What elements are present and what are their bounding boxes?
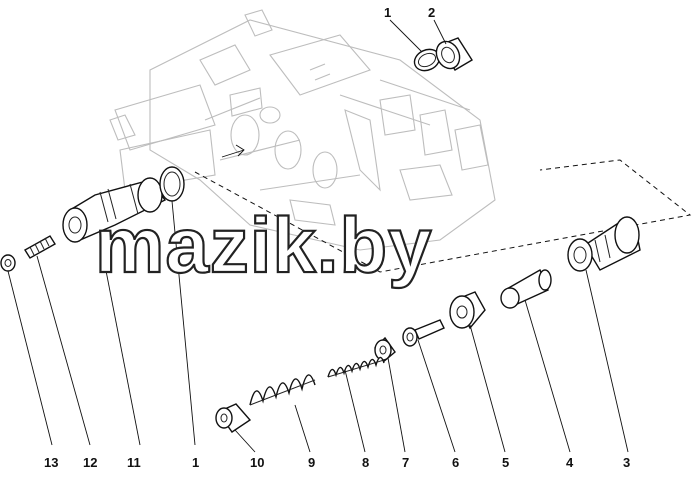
assembly-direction-guide <box>194 144 692 273</box>
callout-5: 5 <box>502 455 509 470</box>
part-9-large-spring <box>249 374 316 406</box>
part-12-threaded-rod <box>24 235 56 259</box>
callout-7: 7 <box>402 455 409 470</box>
part-10-retainer <box>215 403 252 433</box>
part-11-valve-sleeve <box>62 177 167 243</box>
part-3-end-plug <box>567 216 641 272</box>
callout-2: 2 <box>428 5 435 20</box>
watermark-text: mazik.by <box>95 201 432 289</box>
callout-12: 12 <box>83 455 97 470</box>
part-8-small-spring <box>327 356 385 378</box>
part-5-cup <box>449 291 486 330</box>
callout-9: 9 <box>308 455 315 470</box>
callout-1-top: 1 <box>384 5 391 20</box>
part-4-piston <box>500 268 552 309</box>
part-1-o-ring-sleeve <box>159 166 185 202</box>
part-6-valve-stem <box>402 319 445 347</box>
callout-8: 8 <box>362 455 369 470</box>
callout-1-bottom: 1 <box>192 455 199 470</box>
part-7-spring-seat <box>374 336 396 364</box>
callout-4: 4 <box>566 455 574 470</box>
callout-3: 3 <box>623 455 630 470</box>
part-13-nut <box>0 254 16 272</box>
part-2-plug-cap <box>435 37 473 71</box>
valve-body-housing <box>109 9 496 251</box>
callout-6: 6 <box>452 455 459 470</box>
leader-lines <box>7 19 629 453</box>
callout-13: 13 <box>44 455 58 470</box>
callout-10: 10 <box>250 455 264 470</box>
callout-11: 11 <box>127 455 141 470</box>
